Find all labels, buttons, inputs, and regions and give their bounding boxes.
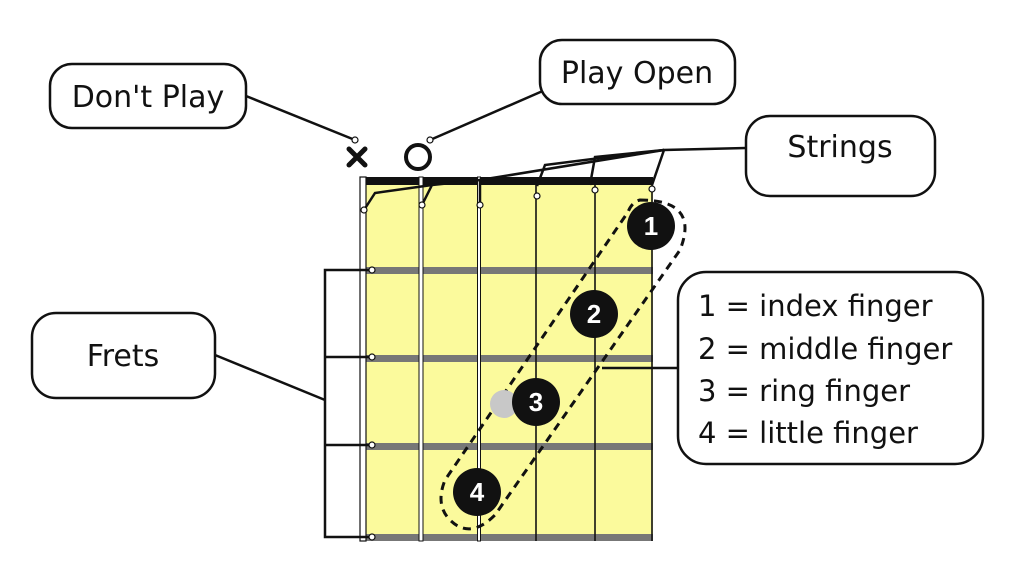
- play-open-callout: Play Open: [538, 38, 737, 106]
- leader-lines: [214, 88, 747, 539]
- finger-number: 2: [587, 299, 601, 329]
- circle-icon: [404, 143, 432, 171]
- legend-item: 3 = ring finger: [698, 374, 910, 408]
- legend-item: 4 = little finger: [698, 416, 918, 450]
- finger-shape-outline: [439, 198, 687, 531]
- nut: [361, 177, 653, 185]
- frets-label: Frets: [87, 339, 160, 374]
- finger-dot-1: 1: [627, 202, 675, 250]
- dont-play-callout: Don't Play: [48, 62, 248, 130]
- dont-play-label: Don't Play: [72, 80, 225, 115]
- finger-dot-3: 3: [512, 378, 560, 426]
- finger-dot-2: 2: [570, 290, 618, 338]
- finger-number: 4: [470, 477, 485, 507]
- finger-dot-4: 4: [453, 468, 501, 516]
- strings-label: Strings: [787, 130, 892, 165]
- fret-1: [364, 267, 653, 274]
- leader-endpoints: [351, 136, 656, 541]
- ghost-dot: [490, 390, 518, 418]
- fret-2: [364, 355, 653, 362]
- finger-number: 3: [529, 387, 543, 417]
- legend-item: 2 = middle finger: [698, 332, 952, 366]
- string-6: [359, 176, 367, 542]
- x-icon: [346, 146, 368, 168]
- legend-item: 1 = index finger: [698, 289, 933, 323]
- fret-4: [364, 534, 653, 541]
- string-4: [477, 176, 481, 542]
- strings: [359, 176, 653, 542]
- finger-legend: 1 = index finger 2 = middle finger 3 = r…: [676, 270, 985, 466]
- fret-3: [364, 443, 653, 450]
- finger-number: 1: [644, 211, 658, 241]
- frets: [364, 267, 653, 541]
- play-open-label: Play Open: [561, 56, 713, 91]
- frets-callout: Frets: [30, 311, 217, 400]
- string-5: [418, 176, 424, 542]
- strings-callout: Strings: [744, 114, 937, 198]
